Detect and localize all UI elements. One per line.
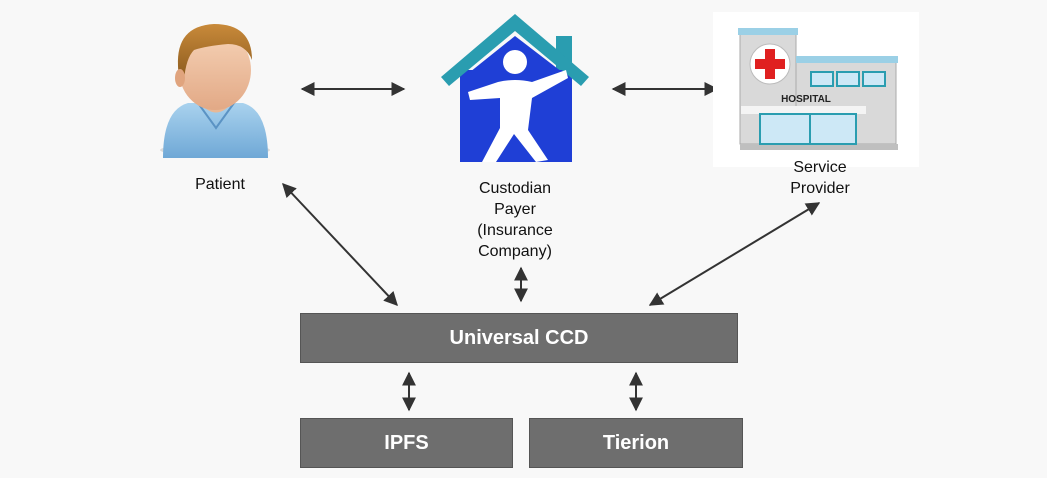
arrow-patient-ccd — [282, 182, 398, 307]
custodian-line-4: Company) — [478, 243, 552, 260]
universal-ccd-box: Universal CCD — [300, 313, 738, 363]
custodian-line-2: Payer — [494, 201, 536, 218]
ipfs-label: IPFS — [384, 431, 429, 454]
house-custodian-icon — [441, 14, 589, 162]
tierion-label: Tierion — [602, 431, 670, 454]
patient-person-icon — [160, 24, 270, 158]
custodian-label: Custodian Payer (Insurance Company) — [440, 178, 590, 262]
universal-ccd-label: Universal CCD — [449, 326, 589, 349]
provider-line-1: Service — [793, 159, 847, 176]
custodian-line-1: Custodian — [478, 180, 552, 197]
arrows — [282, 82, 821, 412]
custodian-line-3: (Insurance — [477, 222, 553, 239]
provider-label: Service Provider — [760, 157, 880, 199]
provider-line-2: Provider — [790, 180, 850, 197]
hospital-sign: HOSPITAL — [781, 94, 831, 105]
patient-label: Patient — [170, 174, 270, 195]
hospital-icon: HOSPITAL — [713, 12, 919, 167]
patient-label-text: Patient — [195, 176, 245, 193]
arrow-provider-ccd — [648, 202, 821, 306]
tierion-box: Tierion — [529, 418, 743, 468]
ipfs-box: IPFS — [300, 418, 513, 468]
